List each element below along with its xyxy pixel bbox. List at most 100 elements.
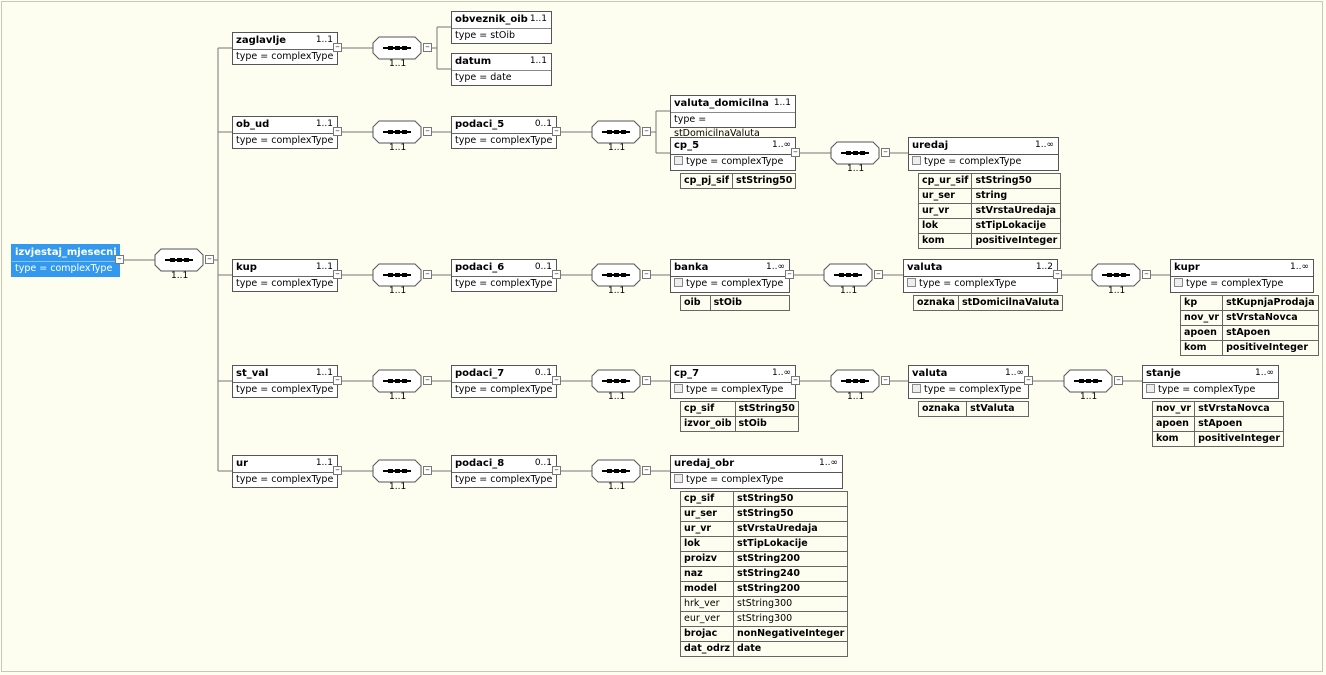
attribute-name: brojac	[679, 626, 735, 642]
element-collapse-toggle[interactable]: –	[333, 466, 342, 475]
sequence-compositor[interactable]	[591, 459, 641, 483]
type-text: type = complexType	[455, 384, 553, 395]
expand-attributes-icon[interactable]	[907, 278, 916, 287]
sequence-collapse-toggle[interactable]: –	[423, 466, 432, 475]
expand-attributes-icon[interactable]	[674, 156, 683, 165]
element-collapse-toggle[interactable]: –	[552, 270, 561, 279]
sequence-occurrence: 1..1	[389, 392, 407, 402]
sequence-collapse-toggle[interactable]: –	[423, 376, 432, 385]
element-collapse-toggle[interactable]: –	[552, 127, 561, 136]
element-collapse-toggle[interactable]: –	[333, 127, 342, 136]
root-element[interactable]: izvjestaj_mjesecni type = complexType	[11, 244, 120, 277]
element-collapse-toggle[interactable]: –	[333, 270, 342, 279]
expand-attributes-icon[interactable]	[1174, 278, 1183, 287]
sequence-compositor[interactable]	[823, 263, 873, 287]
sequence-compositor[interactable]	[372, 263, 422, 287]
attribute-type: stApoen	[1194, 416, 1285, 432]
attribute-name: kom	[917, 233, 973, 249]
element-collapse-toggle[interactable]: –	[552, 376, 561, 385]
expand-attributes-icon[interactable]	[1146, 384, 1155, 393]
element-collapse-toggle[interactable]: –	[333, 376, 342, 385]
sequence-collapse-toggle[interactable]: –	[423, 270, 432, 279]
element-collapse-toggle[interactable]: –	[333, 43, 342, 52]
sequence-collapse-toggle[interactable]: –	[642, 270, 651, 279]
occurrence-label: 0..1	[534, 262, 552, 272]
element-collapse-toggle[interactable]: –	[1053, 270, 1062, 279]
expand-attributes-icon[interactable]	[674, 384, 683, 393]
sequence-compositor[interactable]	[1091, 263, 1141, 287]
sequence-compositor[interactable]	[591, 263, 641, 287]
sequence-compositor[interactable]	[591, 369, 641, 393]
sequence-occurrence: 1..1	[389, 286, 407, 296]
sequence-collapse-toggle[interactable]: –	[874, 270, 883, 279]
sequence-collapse-toggle[interactable]: –	[881, 148, 890, 157]
occurrence-label: 0..1	[534, 368, 552, 378]
sequence-collapse-toggle[interactable]: –	[642, 376, 651, 385]
element-collapse-toggle[interactable]: –	[791, 148, 800, 157]
sequence-collapse-toggle[interactable]: –	[881, 376, 890, 385]
sequence-collapse-toggle[interactable]: –	[642, 127, 651, 136]
expand-attributes-icon[interactable]	[674, 278, 683, 287]
sequence-collapse-toggle[interactable]: –	[642, 466, 651, 475]
sequence-compositor[interactable]	[591, 120, 641, 144]
expand-attributes-icon[interactable]	[912, 156, 921, 165]
sequence-compositor[interactable]	[372, 36, 422, 60]
expand-attributes-icon[interactable]	[912, 384, 921, 393]
sequence-collapse-toggle[interactable]: –	[205, 255, 214, 264]
element-collapse-toggle[interactable]: –	[785, 270, 794, 279]
root-type: type = complexType	[15, 263, 113, 274]
element-type: type = complexType	[670, 155, 796, 171]
sequence-compositor[interactable]	[372, 459, 422, 483]
sequence-collapse-toggle[interactable]: –	[423, 43, 432, 52]
attribute-name: kom	[1151, 431, 1196, 447]
sequence-compositor[interactable]	[372, 369, 422, 393]
attribute-name: cp_sif	[680, 401, 736, 417]
sequence-compositor[interactable]	[154, 248, 204, 272]
element-collapse-toggle[interactable]: –	[552, 466, 561, 475]
type-text: type = complexType	[686, 278, 784, 289]
sequence-compositor[interactable]	[830, 141, 880, 165]
sequence-compositor[interactable]	[1063, 369, 1113, 393]
attribute-type: stVrstaUredaja	[733, 521, 849, 537]
sequence-collapse-toggle[interactable]: –	[423, 127, 432, 136]
sequence-compositor[interactable]	[372, 120, 422, 144]
sequence-compositor[interactable]	[830, 369, 880, 393]
sequence-collapse-toggle[interactable]: –	[1114, 376, 1123, 385]
element-collapse-toggle[interactable]: –	[791, 376, 800, 385]
element-collapse-toggle[interactable]: –	[1024, 376, 1033, 385]
expand-attributes-icon[interactable]	[674, 474, 683, 483]
root-collapse-toggle[interactable]: –	[115, 255, 124, 264]
sequence-collapse-toggle[interactable]: –	[1142, 270, 1151, 279]
